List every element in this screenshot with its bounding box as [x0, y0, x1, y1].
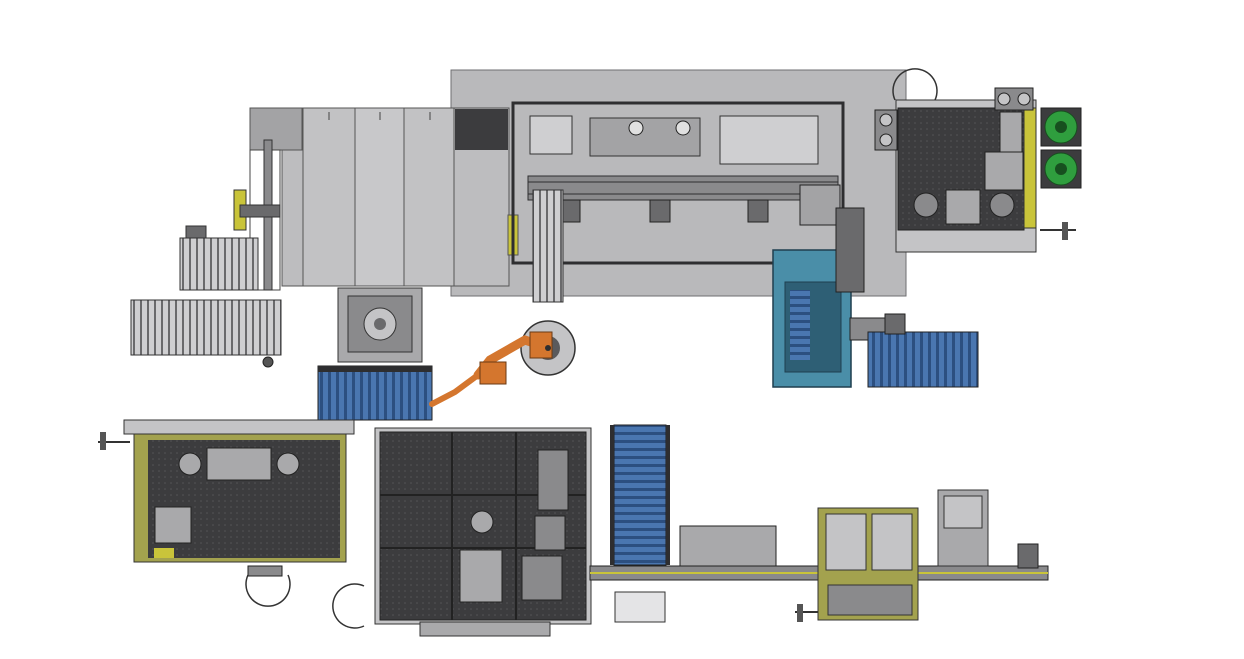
- bottom-left-machine: [123, 419, 355, 607]
- robot-arm-icon: [429, 320, 576, 407]
- turntable-station: [337, 287, 423, 363]
- right-column-unit: [937, 489, 1039, 569]
- vertical-blue-conveyor: [610, 424, 670, 566]
- vertical-feed-conveyor: [532, 189, 564, 303]
- left-roller-conveyor: [130, 299, 282, 368]
- top-right-machine: [874, 68, 1037, 253]
- cable-reel-icon: [1040, 107, 1082, 189]
- blue-infeed-conveyor: [317, 365, 433, 421]
- twin-fixture-station: [817, 507, 919, 621]
- cabinet-bank: [249, 107, 519, 287]
- fixture-circle-icon: [545, 345, 551, 351]
- blue-transfer-conveyor: [867, 313, 979, 388]
- left-side-feeder: [179, 139, 281, 291]
- bottom-center-machine: [332, 427, 592, 637]
- assembly-frame: [511, 101, 845, 265]
